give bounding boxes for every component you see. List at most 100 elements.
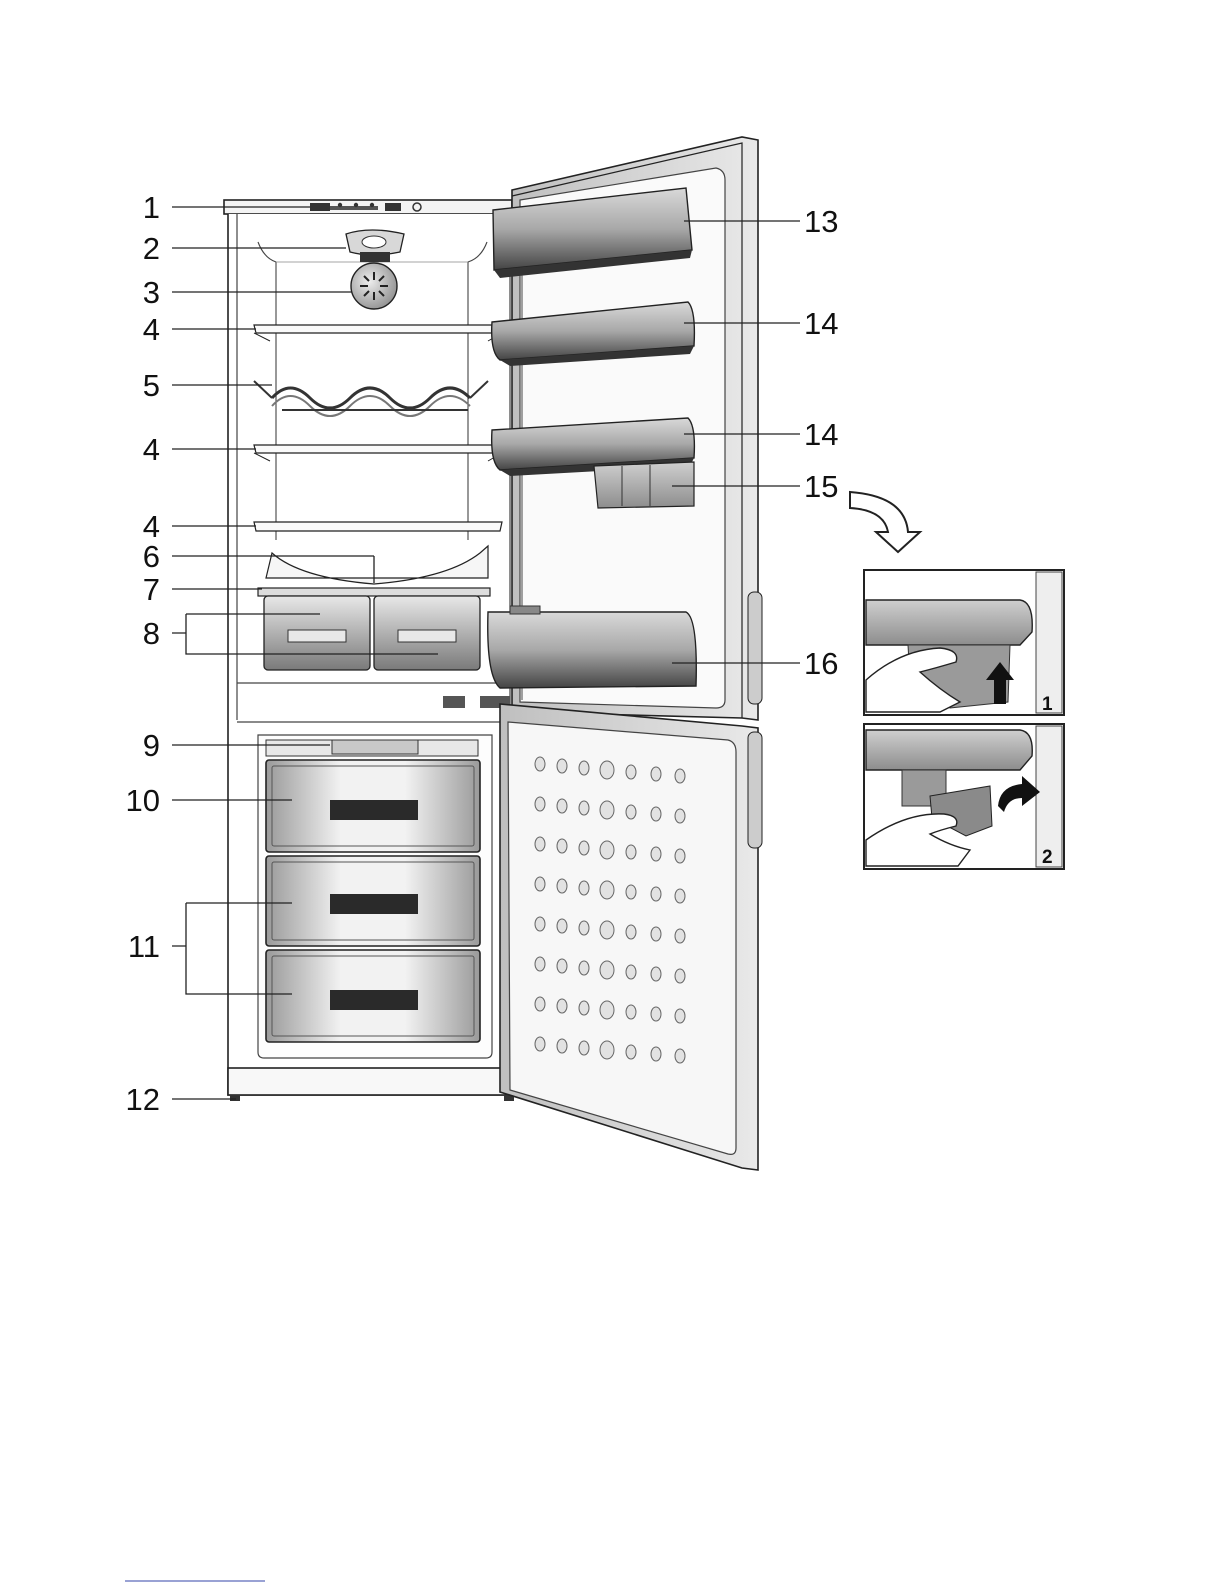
door-dimple	[651, 1047, 661, 1061]
crisper-bin	[374, 596, 480, 670]
door-dimple	[557, 999, 567, 1013]
callout-11: 11	[128, 929, 160, 964]
callout-1: 1	[143, 190, 160, 225]
fridge-door	[488, 137, 762, 720]
door-dimple	[626, 965, 636, 979]
curved-arrow-icon	[850, 492, 920, 552]
callout-3: 3	[143, 275, 160, 310]
door-dimple	[651, 967, 661, 981]
control-indicator-icon	[310, 203, 330, 211]
door-dimple	[651, 767, 661, 781]
door-dimple	[579, 881, 589, 895]
callout-9: 9	[143, 728, 160, 763]
door-dimple	[626, 765, 636, 779]
door-dimple	[557, 799, 567, 813]
right-callouts: 13 14 14 15 16	[804, 204, 838, 681]
door-dimple	[626, 925, 636, 939]
door-hinge-icon	[443, 696, 465, 708]
glass-shelf	[254, 522, 502, 531]
door-dimple	[600, 1001, 614, 1019]
door-dimple	[557, 879, 567, 893]
inset-step-2: 2	[864, 724, 1064, 869]
door-dimple	[579, 841, 589, 855]
door-dimple	[535, 1037, 545, 1051]
callout-4-middle-shelf: 4	[143, 432, 160, 467]
callout-5: 5	[143, 368, 160, 403]
door-dimple	[675, 1009, 685, 1023]
door-dimple	[557, 919, 567, 933]
callout-2: 2	[143, 231, 160, 266]
callout-13: 13	[804, 204, 838, 239]
door-dimple	[600, 801, 614, 819]
door-dimple	[557, 959, 567, 973]
egg-holder	[594, 462, 694, 508]
door-dimple	[675, 969, 685, 983]
door-dimple	[557, 1039, 567, 1053]
door-dimple	[626, 845, 636, 859]
door-dimple	[675, 849, 685, 863]
crisper-bin	[264, 596, 370, 670]
inset-step-1: 1	[864, 570, 1064, 715]
freezer-drawer	[266, 950, 480, 1042]
callout-16: 16	[804, 646, 838, 681]
cabinet	[224, 200, 516, 1101]
door-dimple	[600, 881, 614, 899]
door-dimple	[600, 1041, 614, 1059]
callout-4-top-shelf: 4	[143, 312, 160, 347]
light-switch-icon	[360, 252, 390, 262]
door-dimple	[557, 759, 567, 773]
door-dimple	[579, 801, 589, 815]
door-dimple	[651, 847, 661, 861]
door-dimple	[675, 889, 685, 903]
door-dimple	[675, 809, 685, 823]
door-dimple	[626, 1005, 636, 1019]
fan-icon	[351, 263, 397, 309]
door-dimple	[600, 841, 614, 859]
door-dimple	[675, 769, 685, 783]
door-dimple	[579, 1041, 589, 1055]
crisper-frame	[258, 588, 490, 596]
freezer-drawer	[266, 856, 480, 946]
freezer-drawer	[266, 760, 480, 852]
door-handle	[748, 592, 762, 704]
door-dimple	[651, 927, 661, 941]
door-dimple	[626, 805, 636, 819]
callout-14-upper: 14	[804, 306, 838, 341]
door-dimple	[557, 839, 567, 853]
door-dimple	[535, 957, 545, 971]
callout-12: 12	[126, 1082, 160, 1117]
freezer-door	[500, 704, 762, 1170]
door-dimple	[579, 921, 589, 935]
adjustable-foot	[230, 1095, 240, 1101]
callout-8: 8	[143, 616, 160, 651]
door-dimple	[600, 761, 614, 779]
callout-6: 6	[143, 539, 160, 574]
door-dimple	[535, 757, 545, 771]
callout-7: 7	[143, 572, 160, 607]
callout-15: 15	[804, 469, 838, 504]
door-dimple	[675, 929, 685, 943]
inset-step-1-label: 1	[1042, 694, 1053, 715]
door-dimple	[600, 921, 614, 939]
bottle-shelf	[488, 606, 697, 688]
door-dimple	[626, 1045, 636, 1059]
door-dimple	[675, 1049, 685, 1063]
left-callouts: 1 2 3 4 5 4 4 6 7 8 9 10 11 12	[126, 190, 160, 1117]
door-dimple	[535, 797, 545, 811]
callout-14-lower: 14	[804, 417, 838, 452]
door-dimple	[579, 761, 589, 775]
callout-10: 10	[126, 783, 160, 818]
door-dimple	[535, 837, 545, 851]
door-dimple	[535, 917, 545, 931]
door-handle	[748, 732, 762, 848]
inset-step-2-label: 2	[1042, 847, 1053, 868]
door-dimple	[626, 885, 636, 899]
door-dimple	[535, 997, 545, 1011]
door-dimple	[535, 877, 545, 891]
kickplate	[228, 1068, 516, 1095]
door-dimple	[600, 961, 614, 979]
door-dimple	[579, 1001, 589, 1015]
door-dimple	[651, 807, 661, 821]
door-dimple	[579, 961, 589, 975]
